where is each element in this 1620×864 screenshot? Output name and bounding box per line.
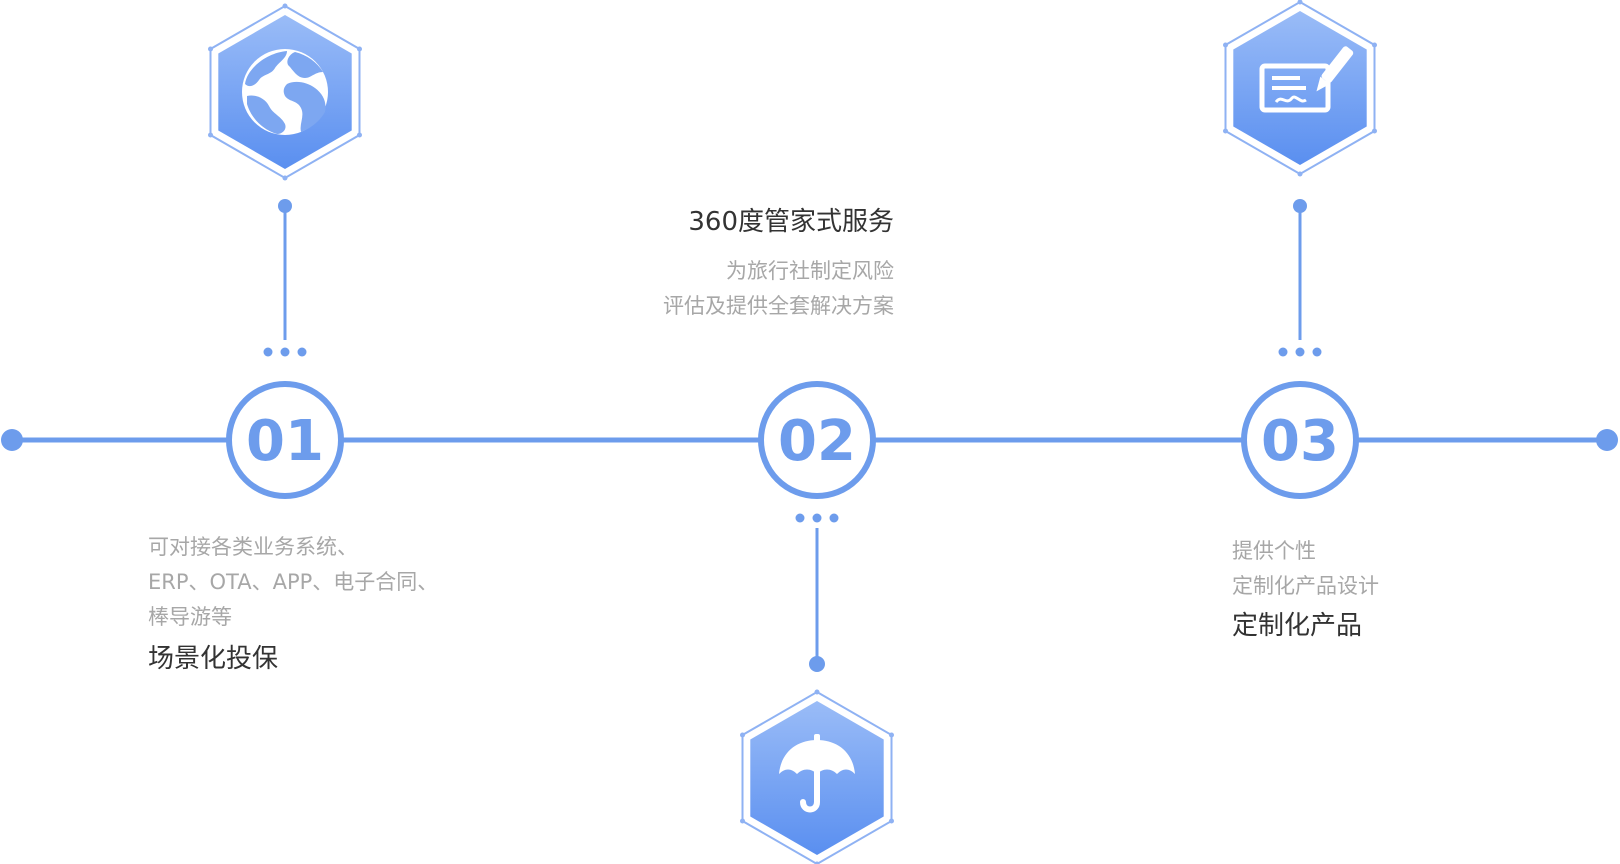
step-3-title: 定制化产品 — [1232, 611, 1363, 641]
step-3-text-block: 提供个性 定制化产品设计 定制化产品 — [1232, 534, 1379, 644]
step-1-hexagon-badge — [208, 3, 362, 181]
step-3-number-node: 03 — [1241, 381, 1359, 499]
step-3-description-line: 定制化产品设计 — [1232, 574, 1379, 598]
contract-signing-icon — [1259, 46, 1354, 113]
step-1-number: 01 — [246, 409, 324, 474]
step-3-connector — [1278, 199, 1322, 357]
step-1-description-line: ERP、OTA、APP、电子合同、 — [148, 570, 439, 594]
step-1-text-block: 可对接各类业务系统、 ERP、OTA、APP、电子合同、 棒导游等 场景化投保 — [148, 530, 438, 677]
timeline-start-dot — [1, 429, 23, 451]
step-3-number: 03 — [1261, 409, 1339, 474]
step-2-description-line: 为旅行社制定风险 — [726, 259, 894, 283]
step-1-title: 场景化投保 — [148, 644, 279, 674]
step-2-description-line: 评估及提供全套解决方案 — [663, 294, 894, 318]
step-3-hexagon-badge — [1223, 0, 1377, 177]
step-1-connector — [263, 199, 307, 357]
step-2-number-node: 02 — [758, 381, 876, 499]
step-1-description-line: 棒导游等 — [148, 605, 232, 629]
umbrella-icon — [779, 734, 855, 813]
step-2-connector — [795, 513, 839, 672]
step-1-number-node: 01 — [226, 381, 344, 499]
timeline-end-dot — [1596, 429, 1618, 451]
globe-icon — [242, 49, 328, 135]
step-2-title: 360度管家式服务 — [688, 207, 894, 237]
step-1-description-line: 可对接各类业务系统、 — [148, 535, 358, 559]
step-3-description-line: 提供个性 — [1232, 539, 1316, 563]
step-2-hexagon-badge — [740, 689, 894, 864]
step-2-number: 02 — [778, 409, 856, 474]
step-2-text-block: 360度管家式服务 为旅行社制定风险 评估及提供全套解决方案 — [663, 204, 894, 324]
